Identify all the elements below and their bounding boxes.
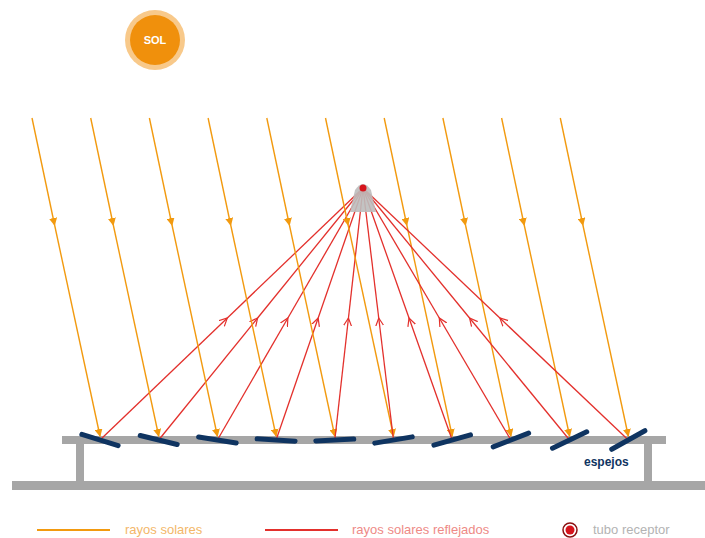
sun-ray [113,225,158,436]
part-label: espejos [584,455,629,469]
legend-text: tubo receptor [593,522,670,537]
reflected-ray [363,188,500,318]
mirror [375,437,412,443]
sun-ray [91,118,114,225]
legend-line-sample [37,529,110,531]
sun-ray [465,225,510,436]
sun-ray [172,225,217,436]
sun-ray [524,225,569,436]
sun-ray [502,118,525,225]
sun-ray [289,225,334,436]
mirror [316,439,354,441]
legend-tube-sample [566,526,575,535]
sun-ray [443,118,466,225]
sun-ray [32,118,55,225]
mirror [140,436,177,445]
legend-tube-sample [563,523,577,537]
ground [12,481,705,490]
reflected-ray [217,318,287,440]
frame-leg [76,444,84,482]
sun-ray [208,118,231,225]
sun-label: SOL [144,34,167,46]
receiver-tube [360,185,367,192]
legend-line-sample [265,529,338,531]
sun-halo [125,10,185,70]
mirror [257,439,295,441]
reflected-ray [500,318,628,440]
sun-ray [231,225,276,436]
reflected-ray [379,318,394,440]
mirror [82,434,118,445]
mirror [493,433,528,447]
frame-leg [644,444,652,482]
reflected-ray [363,188,470,318]
sun-ray [149,118,172,225]
mirror [199,437,237,443]
reflected-ray [439,318,511,440]
sun-ray [267,118,290,225]
reflected-ray [335,318,349,440]
sun [130,15,180,65]
mirror [612,431,645,450]
reflected-ray [258,188,363,318]
receiver-reflector [350,184,376,212]
sun-node: SOL [130,15,180,65]
legend-text: rayos solares reflejados [352,522,489,537]
sun-ray [326,118,349,225]
reflected-ray [276,318,318,440]
sun-ray [55,225,100,436]
mirror [434,435,471,445]
sun-ray [583,225,628,436]
mirror [552,432,586,448]
legend-text: rayos solares [125,522,202,537]
reflected-ray [409,318,452,440]
sun-ray [384,118,407,225]
reflected-ray [159,318,258,440]
sun-ray [560,118,583,225]
